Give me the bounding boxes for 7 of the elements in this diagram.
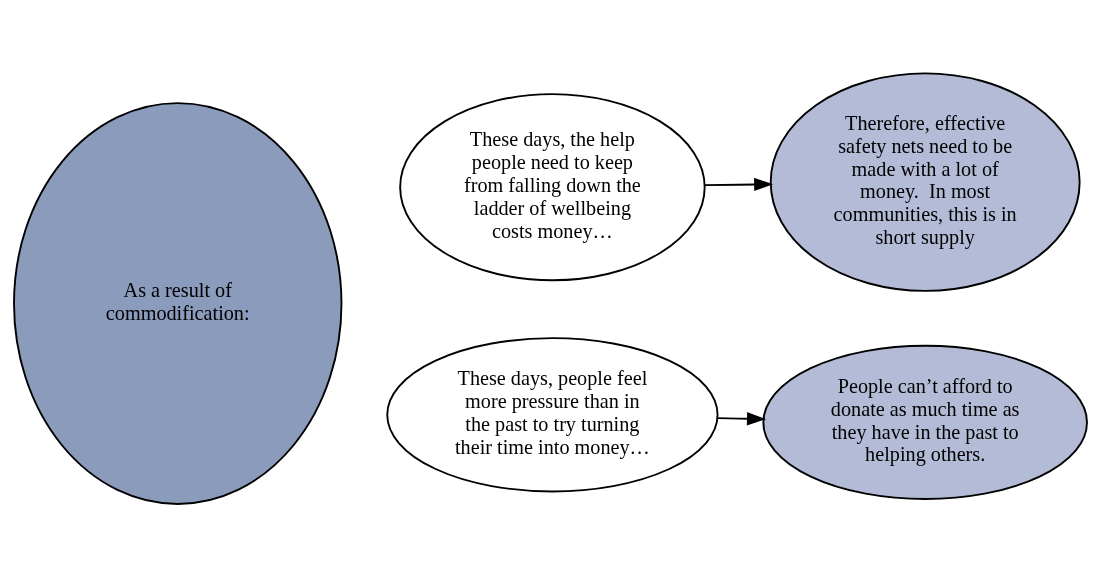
node-ellipse: These days, people feel more pressure than in the past to try turning their time into money…	[386, 337, 719, 493]
node-ellipse: As a result of commodification:	[13, 102, 343, 505]
arrow	[716, 412, 766, 426]
arrow	[703, 177, 774, 192]
node-ellipse: Therefore, effective safety nets need to be made with a lot of money. In most communities, this is in short supply	[769, 72, 1081, 292]
node-ellipse: These days, the help people need to keep from falling down the ladder of wellbeing costs money…	[399, 93, 706, 282]
node-ellipse: People can’t afford to donate as much time as they have in the past to helping others.	[762, 344, 1088, 500]
